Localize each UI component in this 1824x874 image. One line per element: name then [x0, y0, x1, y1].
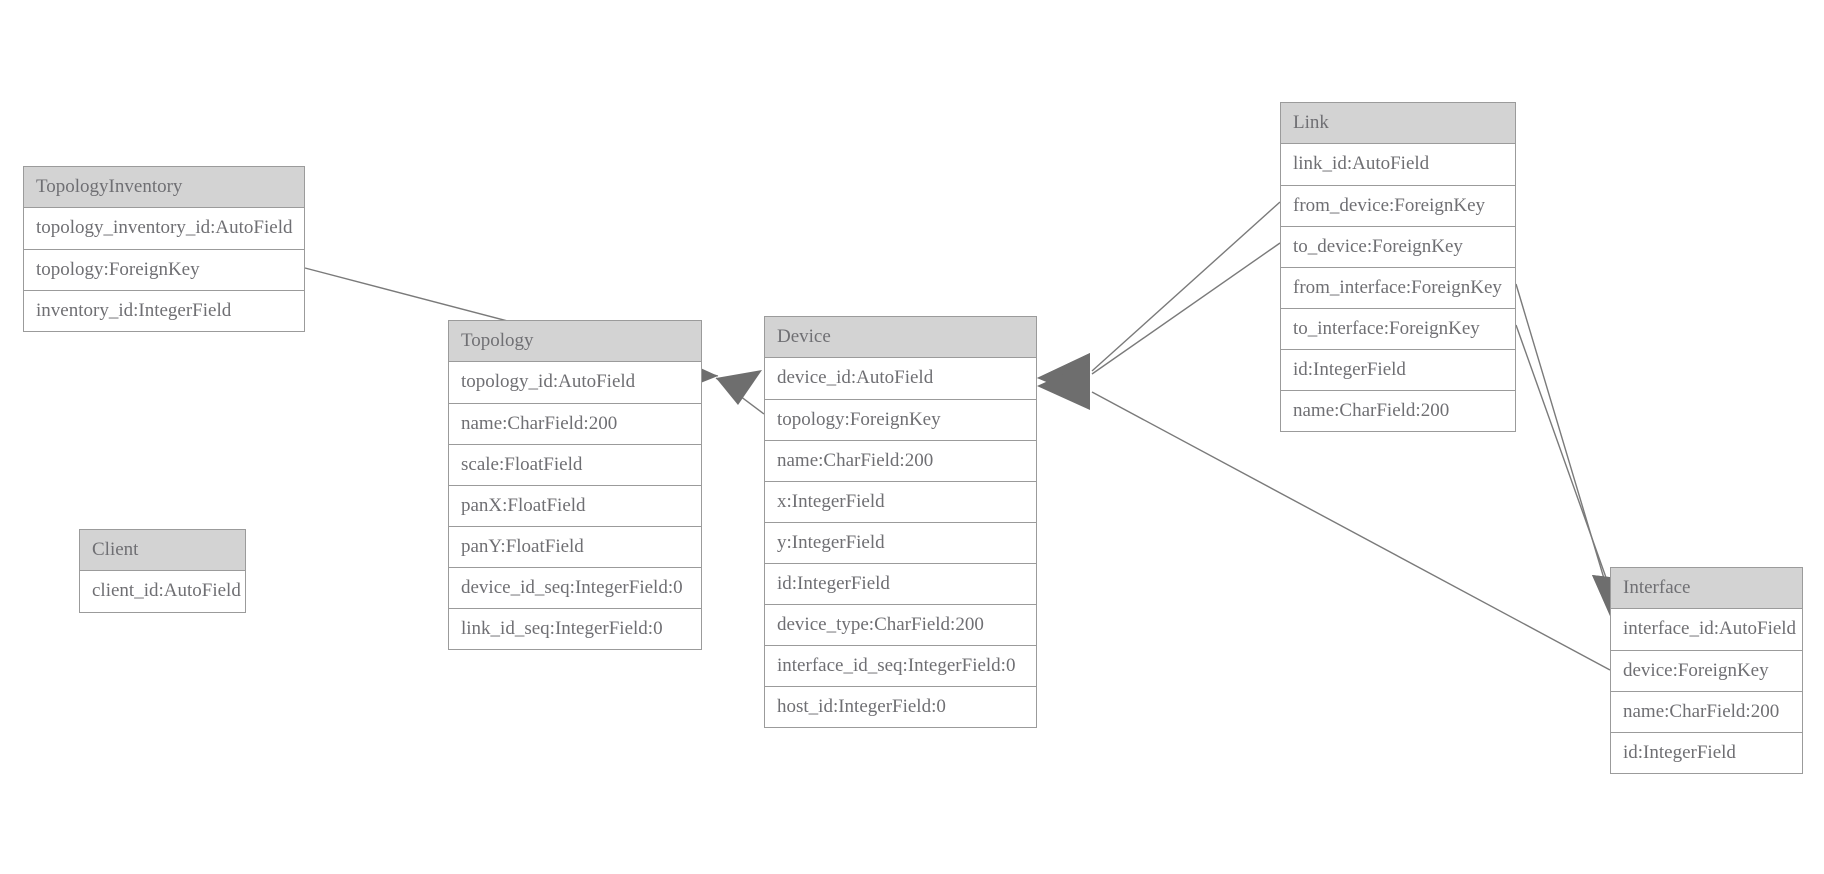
entity-title-device: Device	[765, 317, 1036, 358]
entity-field-row: topology_id:AutoField	[449, 362, 701, 403]
relation-link-todevice-device	[1037, 242, 1281, 400]
entity-title-topology_inventory: TopologyInventory	[24, 167, 304, 208]
relation-line	[1515, 324, 1620, 615]
relation-line	[1091, 242, 1281, 375]
entity-field-row: id:IntegerField	[765, 563, 1036, 604]
entity-title-interface: Interface	[1611, 568, 1802, 609]
entity-title-client: Client	[80, 530, 245, 571]
entity-field-row: name:CharField:200	[1611, 691, 1802, 732]
entity-field-row: y:IntegerField	[765, 522, 1036, 563]
entity-title-topology: Topology	[449, 321, 701, 362]
relation-arrowhead	[1037, 362, 1090, 410]
relation-line	[1091, 391, 1611, 671]
entity-field-row: device_type:CharField:200	[765, 604, 1036, 645]
entity-field-row: to_interface:ForeignKey	[1281, 308, 1515, 349]
entity-field-row: topology:ForeignKey	[24, 249, 304, 290]
entity-field-row: panY:FloatField	[449, 526, 701, 567]
entity-field-row: interface_id_seq:IntegerField:0	[765, 645, 1036, 686]
entity-field-row: id:IntegerField	[1611, 732, 1802, 773]
entity-field-row: host_id:IntegerField:0	[765, 686, 1036, 727]
entity-field-row: topology:ForeignKey	[765, 399, 1036, 440]
entity-field-row: from_interface:ForeignKey	[1281, 267, 1515, 308]
entity-field-row: scale:FloatField	[449, 444, 701, 485]
relation-arrowhead	[1037, 353, 1090, 400]
entity-field-row: device_id:AutoField	[765, 358, 1036, 399]
entity-field-row: to_device:ForeignKey	[1281, 226, 1515, 267]
entity-field-row: link_id_seq:IntegerField:0	[449, 608, 701, 649]
entity-field-row: inventory_id:IntegerField	[24, 290, 304, 331]
entity-field-row: panX:FloatField	[449, 485, 701, 526]
relation-arrowhead	[716, 370, 762, 405]
relation-line	[1515, 283, 1615, 613]
relation-device-topology	[715, 370, 765, 415]
entity-field-row: device_id_seq:IntegerField:0	[449, 567, 701, 608]
relation-link-fromdevice-device	[1037, 201, 1281, 400]
relation-line	[715, 377, 765, 415]
entity-field-row: x:IntegerField	[765, 481, 1036, 522]
entity-field-row: device:ForeignKey	[1611, 650, 1802, 691]
relation-arrowhead	[1037, 353, 1090, 400]
entity-field-row: id:IntegerField	[1281, 349, 1515, 390]
entity-field-row: from_device:ForeignKey	[1281, 185, 1515, 226]
entity-field-row: interface_id:AutoField	[1611, 609, 1802, 650]
entity-field-row: topology_inventory_id:AutoField	[24, 208, 304, 249]
entity-field-row: link_id:AutoField	[1281, 144, 1515, 185]
relation-line	[1091, 201, 1281, 372]
entity-field-row: name:CharField:200	[1281, 390, 1515, 431]
entity-field-row: name:CharField:200	[765, 440, 1036, 481]
entity-field-row: client_id:AutoField	[80, 571, 245, 612]
entity-title-link: Link	[1281, 103, 1515, 144]
entity-field-row: name:CharField:200	[449, 403, 701, 444]
